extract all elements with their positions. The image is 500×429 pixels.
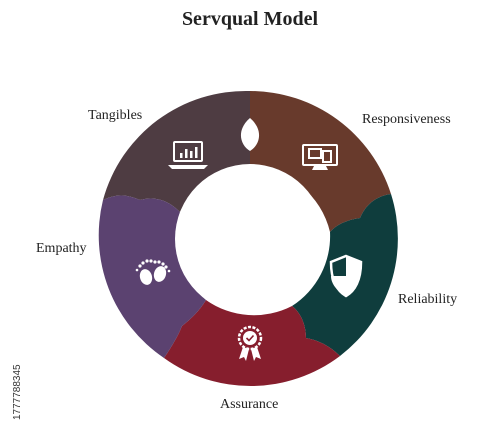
award-badge-icon — [237, 325, 263, 361]
ring-center — [175, 164, 325, 314]
stock-image-id-text: 1777788345 — [12, 364, 23, 420]
monitor-devices-icon — [302, 144, 338, 170]
label-assurance: Assurance — [220, 397, 279, 412]
segment-reliability — [292, 194, 398, 356]
segment-responsiveness — [250, 91, 391, 232]
laptop-chart-icon — [168, 141, 208, 169]
label-responsiveness: Responsiveness — [362, 112, 451, 127]
shield-icon — [329, 254, 363, 298]
footprints-icon — [135, 259, 171, 285]
segment-tangibles — [103, 90, 250, 212]
label-empathy: Empathy — [36, 241, 87, 256]
label-tangibles: Tangibles — [88, 108, 143, 123]
diagram-title: Servqual Model — [181, 8, 319, 30]
stock-image-id: 1777788345 — [0, 300, 23, 420]
segment-empathy — [98, 195, 206, 358]
label-reliability: Reliability — [398, 292, 458, 307]
